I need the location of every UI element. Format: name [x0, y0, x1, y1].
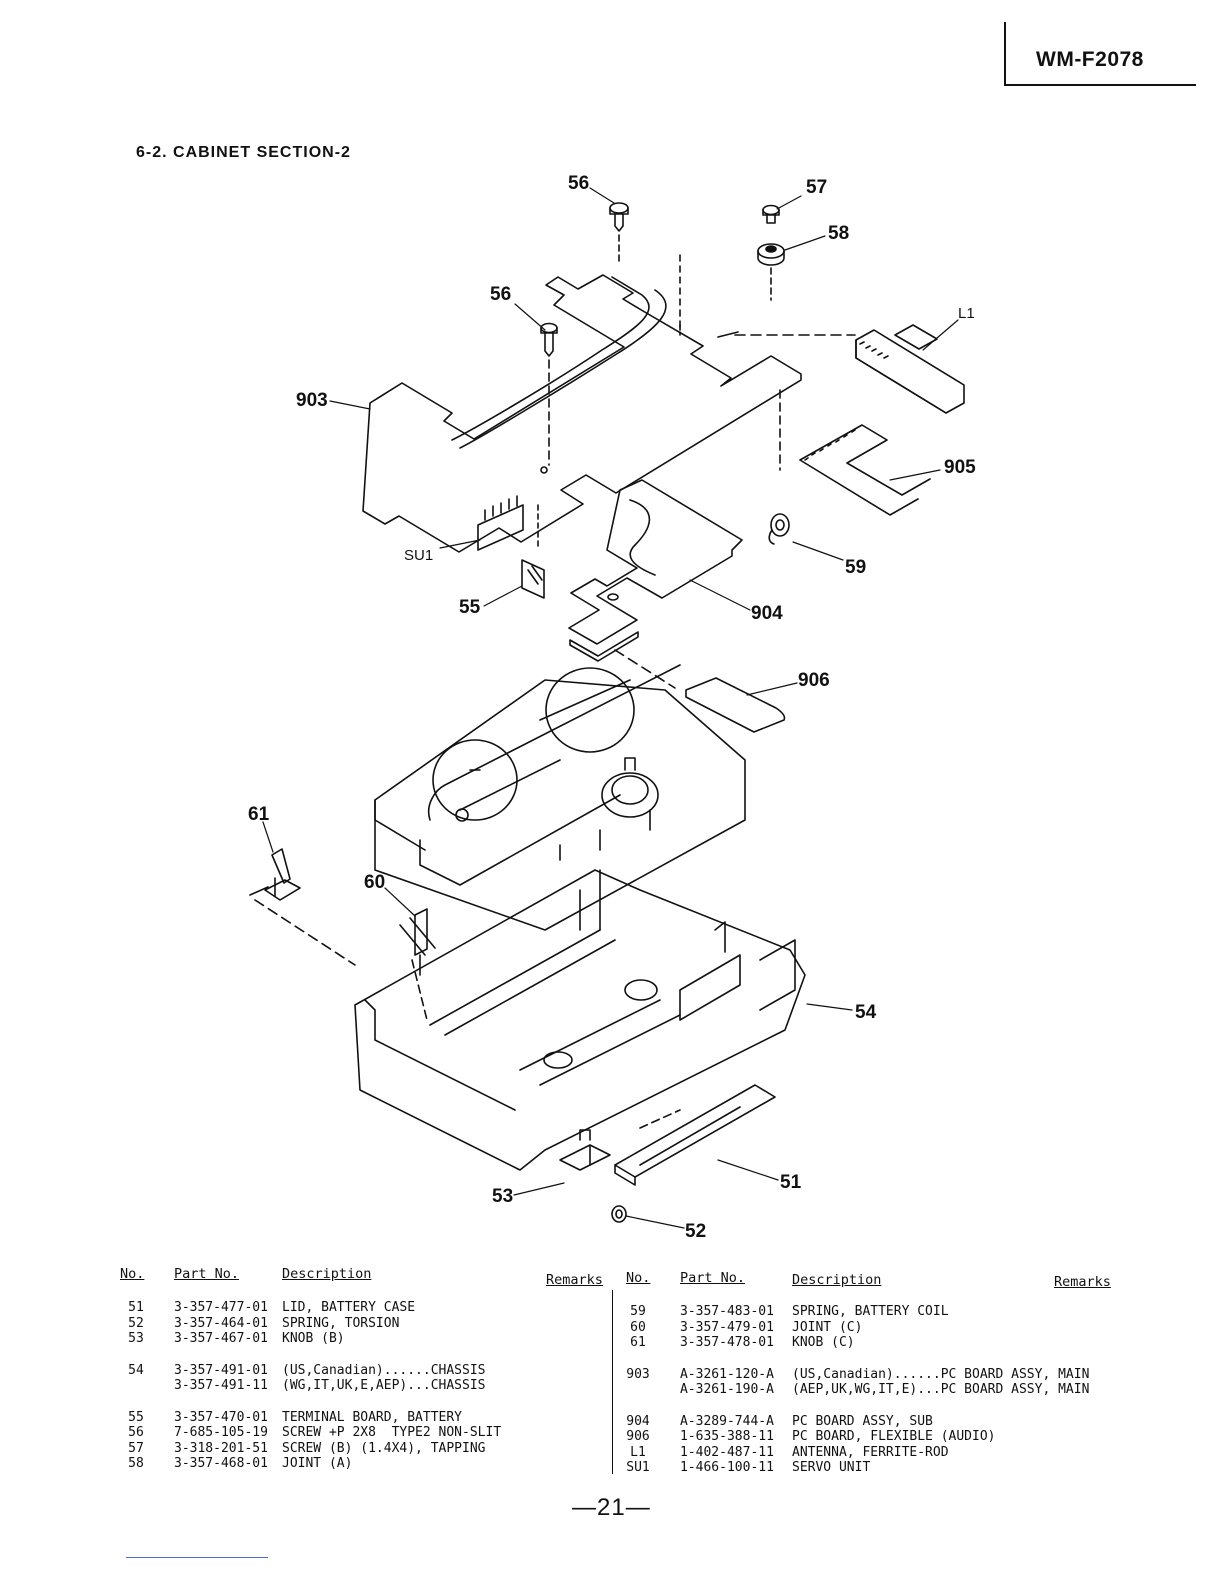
- header-remarks: Remarks: [1054, 1274, 1111, 1290]
- chassis-54: [354, 869, 806, 1171]
- joint-60: [399, 908, 436, 976]
- callout-57: 57: [806, 177, 827, 198]
- callout-55: 55: [459, 597, 481, 618]
- pc-board-904: [568, 479, 743, 662]
- callout-52: 52: [685, 1221, 706, 1242]
- exploded-view-diagram: 56 57 58 56 L1 903 905 SU1 59 55 904 906…: [248, 173, 976, 1242]
- callout-56-left: 56: [490, 284, 511, 305]
- callout-SU1: SU1: [404, 547, 433, 564]
- battery-lid-51: [614, 1084, 776, 1186]
- cassette-mechanism: [374, 664, 746, 931]
- callout-903: 903: [296, 390, 328, 411]
- model-header-box: WM-F2078: [1004, 22, 1196, 86]
- terminal-55: [521, 559, 545, 599]
- callout-60: 60: [364, 872, 385, 893]
- callout-58: 58: [828, 223, 849, 244]
- header-no: No.: [626, 1270, 651, 1286]
- callout-53: 53: [492, 1186, 513, 1207]
- spring-59: [768, 513, 790, 545]
- callout-L1: L1: [958, 305, 975, 322]
- header-description: Description: [792, 1272, 882, 1288]
- header-description: Description: [282, 1266, 372, 1282]
- spring-52: [611, 1205, 627, 1223]
- callout-905: 905: [944, 457, 976, 478]
- page-number: —21—: [572, 1494, 651, 1521]
- pc-board-903: [362, 274, 802, 553]
- knob-53: [559, 1129, 611, 1171]
- callout-61: 61: [248, 804, 270, 825]
- header-part-no: Part No.: [174, 1266, 240, 1282]
- leader-lines: [262, 187, 959, 1229]
- callout-54: 54: [855, 1002, 877, 1023]
- table-divider: [612, 1290, 613, 1474]
- servo-unit-SU1: [477, 495, 524, 551]
- knob-61: [264, 848, 301, 901]
- header-remarks: Remarks: [546, 1272, 603, 1288]
- header-no: No.: [120, 1266, 145, 1282]
- callout-51: 51: [780, 1172, 802, 1193]
- header-part-no: Part No.: [680, 1270, 746, 1286]
- flex-905: [799, 424, 931, 516]
- callout-906: 906: [798, 670, 830, 691]
- antenna-L1: [855, 324, 965, 414]
- screw-56-left: [540, 322, 558, 357]
- flex-906: [685, 677, 786, 733]
- callout-904: 904: [751, 603, 783, 624]
- screw-57: [762, 204, 780, 224]
- joint-58: [757, 243, 785, 266]
- callout-59: 59: [845, 557, 866, 578]
- footer-rule: [126, 1557, 268, 1558]
- callout-56-top: 56: [568, 173, 589, 194]
- section-title: 6-2. CABINET SECTION-2: [136, 144, 351, 161]
- screw-56-top: [609, 202, 629, 232]
- table-row: 3-357-491-11(WG,IT,UK,E,AEP)...CHASSIS: [174, 1378, 486, 1393]
- model-number: WM-F2078: [1036, 48, 1144, 71]
- table-row: A-3261-190-A(AEP,UK,WG,IT,E)...PC BOARD …: [680, 1382, 1090, 1397]
